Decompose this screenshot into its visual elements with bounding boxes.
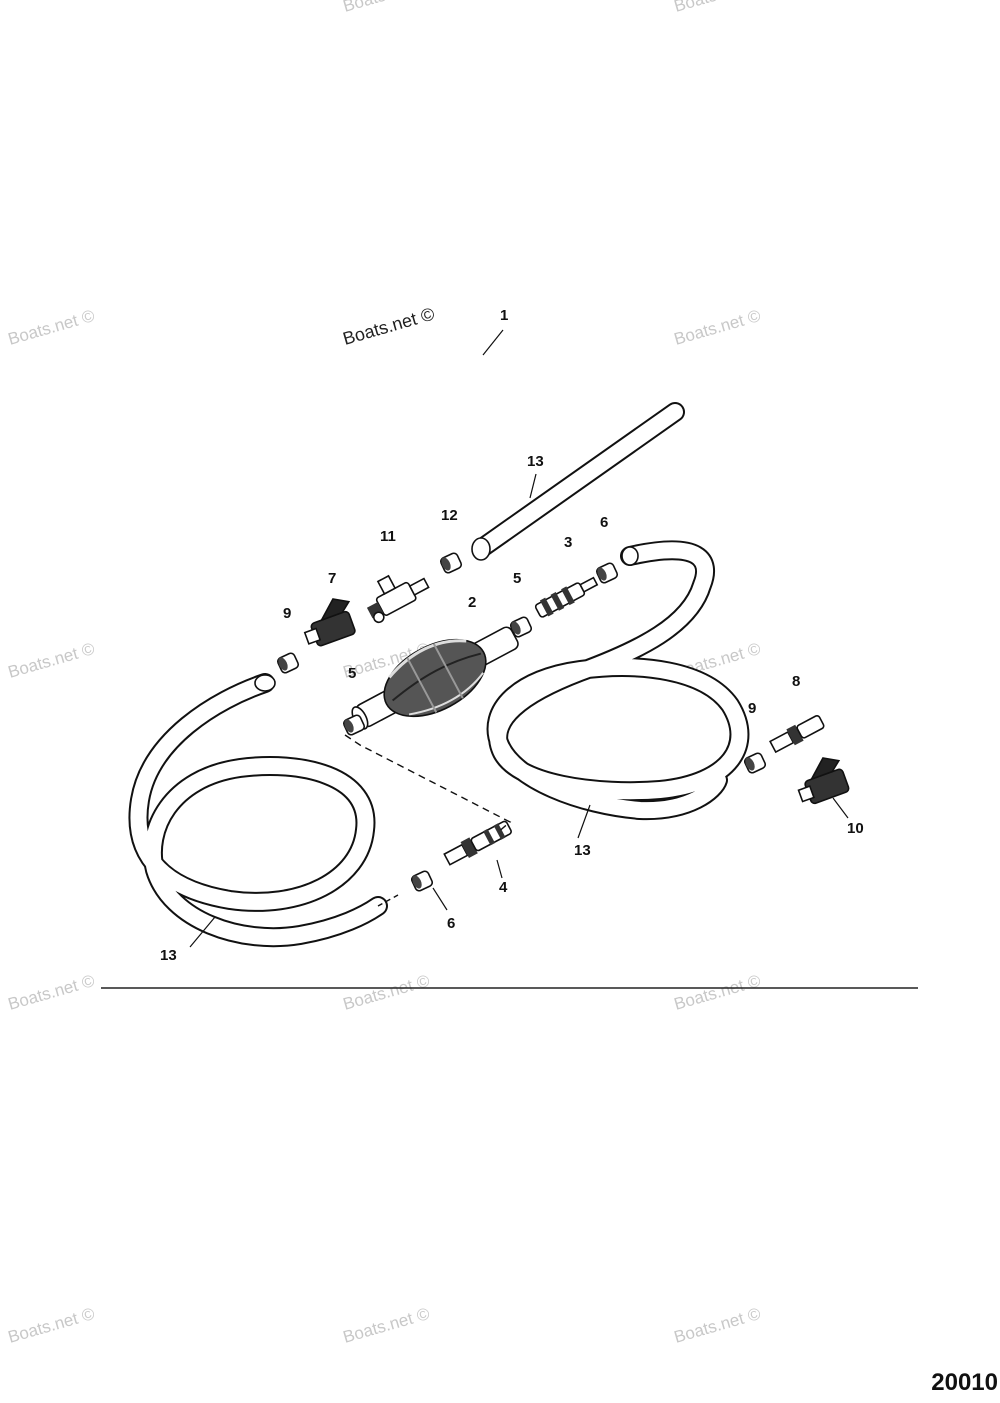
watermark: Boats.net © (6, 306, 97, 349)
watermark: Boats.net © (672, 971, 763, 1014)
hose-coil-right (486, 540, 750, 821)
callout-13-top: 13 (527, 453, 544, 470)
clamp-6-lower (410, 870, 434, 892)
clamp-9-left (276, 652, 300, 674)
connector-10 (797, 757, 850, 805)
figure-number: 20010 (931, 1369, 998, 1396)
watermark: Boats.net © (341, 971, 432, 1014)
hose-coil-left (128, 673, 388, 948)
callout-11: 11 (380, 528, 396, 545)
watermark: Boats.net © (6, 971, 97, 1014)
connector-7 (303, 598, 356, 647)
callout-8: 8 (792, 673, 800, 690)
clamp-5-upper (509, 616, 533, 638)
watermark: Boats.net © (341, 0, 432, 16)
leader-lines (189, 329, 849, 948)
clamp-9-right (743, 752, 767, 774)
watermark: Boats.net © (672, 306, 763, 349)
callout-5-upper: 5 (513, 570, 521, 587)
hose-fitting-8 (769, 714, 825, 754)
watermark: Boats.net © (672, 1304, 763, 1347)
clamp-6-upper (595, 562, 619, 584)
callout-3: 3 (564, 534, 572, 551)
dashed-connection-line (344, 734, 512, 834)
clamp-5-lower (342, 714, 366, 736)
valve-11 (366, 574, 430, 624)
callout-1: 1 (500, 307, 508, 324)
dashed-connection-line-hose (377, 894, 399, 907)
watermark: Boats.net © (341, 304, 437, 349)
callout-7: 7 (328, 570, 336, 587)
callout-10: 10 (847, 820, 864, 837)
primer-bulb (351, 626, 519, 730)
callout-13-left: 13 (160, 947, 177, 964)
watermark: Boats.net © (341, 1304, 432, 1347)
callout-13-right: 13 (574, 842, 591, 859)
hose-fitting-3 (534, 576, 599, 618)
callout-9-left: 9 (283, 605, 291, 622)
callout-9-right: 9 (748, 700, 756, 717)
callout-labels: 1 2 3 4 5 5 6 6 7 8 9 9 10 11 12 13 13 1… (160, 307, 864, 964)
hose-straight (471, 402, 685, 561)
watermark: Boats.net © (6, 1304, 97, 1347)
callout-12: 12 (441, 507, 458, 524)
callout-4: 4 (499, 879, 508, 896)
callout-5-lower: 5 (348, 665, 356, 682)
callout-2: 2 (468, 594, 476, 611)
callout-6-upper: 6 (600, 514, 608, 531)
clamp-12 (439, 552, 463, 574)
watermark: Boats.net © (672, 0, 763, 16)
callout-6-lower: 6 (447, 915, 455, 932)
hose-fitting-4 (443, 820, 512, 866)
watermark: Boats.net © (6, 639, 97, 682)
